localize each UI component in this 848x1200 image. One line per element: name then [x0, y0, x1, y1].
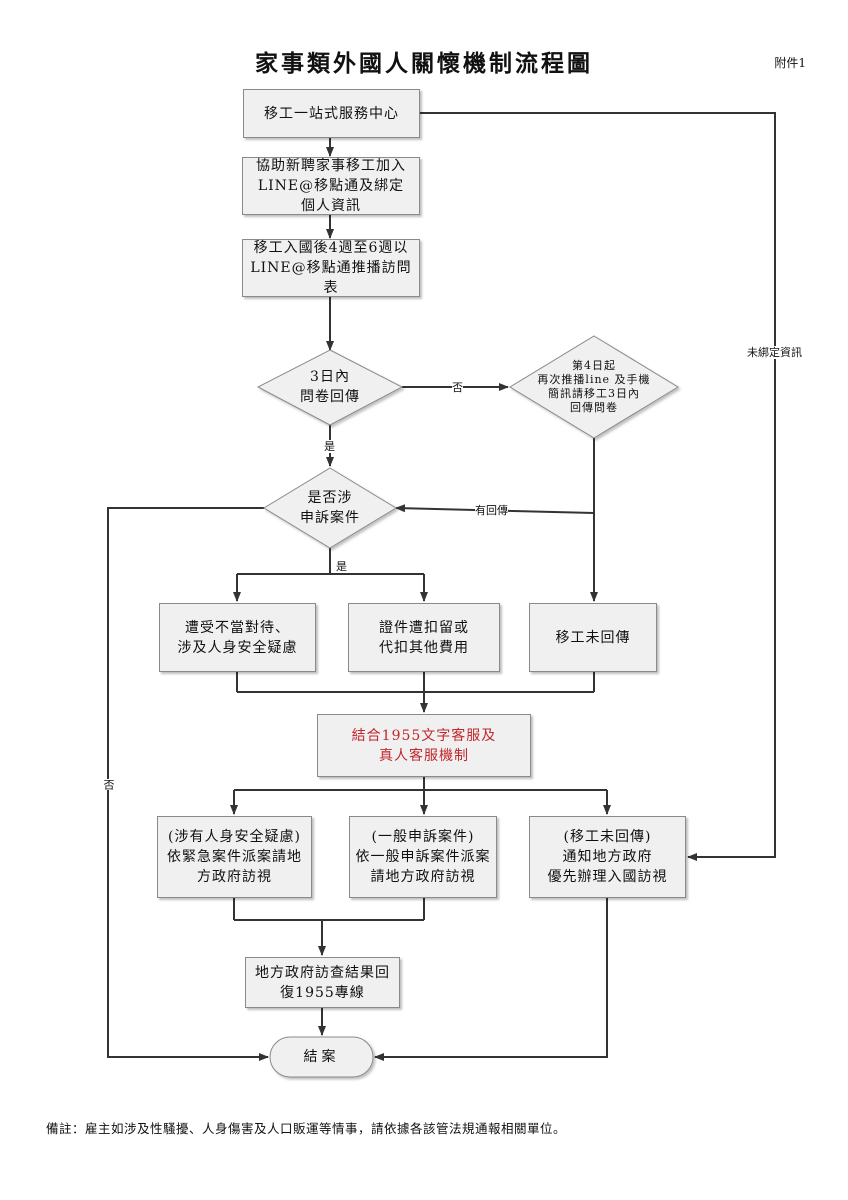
decision-3day-text: 3日內 問卷回傳: [300, 369, 360, 405]
edge-label-has-reply: 有回傳: [475, 504, 508, 517]
case-abuse-node: 遭受不當對待、 涉及人身安全疑慮: [159, 603, 316, 672]
report-back-node: 地方政府訪查結果回 復1955專線: [245, 957, 400, 1008]
dispatch-noreply-node: (移工未回傳) 通知地方政府 優先辦理入國訪視: [529, 816, 686, 898]
decision-3day-shape: [256, 349, 404, 426]
dispatch-emergency-node: (涉有人身安全疑慮) 依緊急案件派案請地 方政府訪視: [157, 816, 312, 898]
dispatch-general-node: (一般申訴案件) 依一般申訴案件派案 請地方政府訪視: [349, 816, 497, 898]
end-terminal-text: 結案: [303, 1049, 340, 1065]
service-1955-node: 結合1955文字客服及 真人客服機制: [317, 714, 531, 777]
start-node: 移工一站式服務中心: [243, 89, 420, 138]
edge-label-yes-2: 是: [336, 560, 347, 573]
case-docs-node: 證件遭扣留或 代扣其他費用: [348, 603, 500, 672]
edge-label-no: 否: [452, 381, 463, 394]
end-terminal-shape: [269, 1036, 374, 1078]
line-join-node: 協助新聘家事移工加入 LINE@移點通及綁定 個人資訊: [242, 157, 420, 215]
edge-label-yes-1: 是: [324, 440, 335, 453]
footnote: 備註：雇主如涉及性騷擾、人身傷害及人口販運等情事，請依據各該管法規通報相關單位。: [46, 1121, 567, 1136]
edge-label-unbound: 未綁定資訊: [747, 346, 802, 359]
resend-text: 第4日起 再次推播line 及手機 簡訊請移工3日內 回傳問卷: [537, 359, 651, 414]
push-survey-node: 移工入國後4週至6週以 LINE@移點通推播訪問表: [242, 239, 420, 297]
case-noreply-node: 移工未回傳: [529, 603, 657, 672]
edge-label-left-no: 否: [102, 779, 115, 790]
decision-complaint-shape: [263, 467, 397, 549]
attachment-label: 附件1: [774, 56, 806, 70]
resend-shape: [509, 335, 679, 439]
decision-complaint-text: 是否涉 申訴案件: [300, 490, 360, 526]
page-title: 家事類外國人關懷機制流程圖: [255, 50, 593, 77]
